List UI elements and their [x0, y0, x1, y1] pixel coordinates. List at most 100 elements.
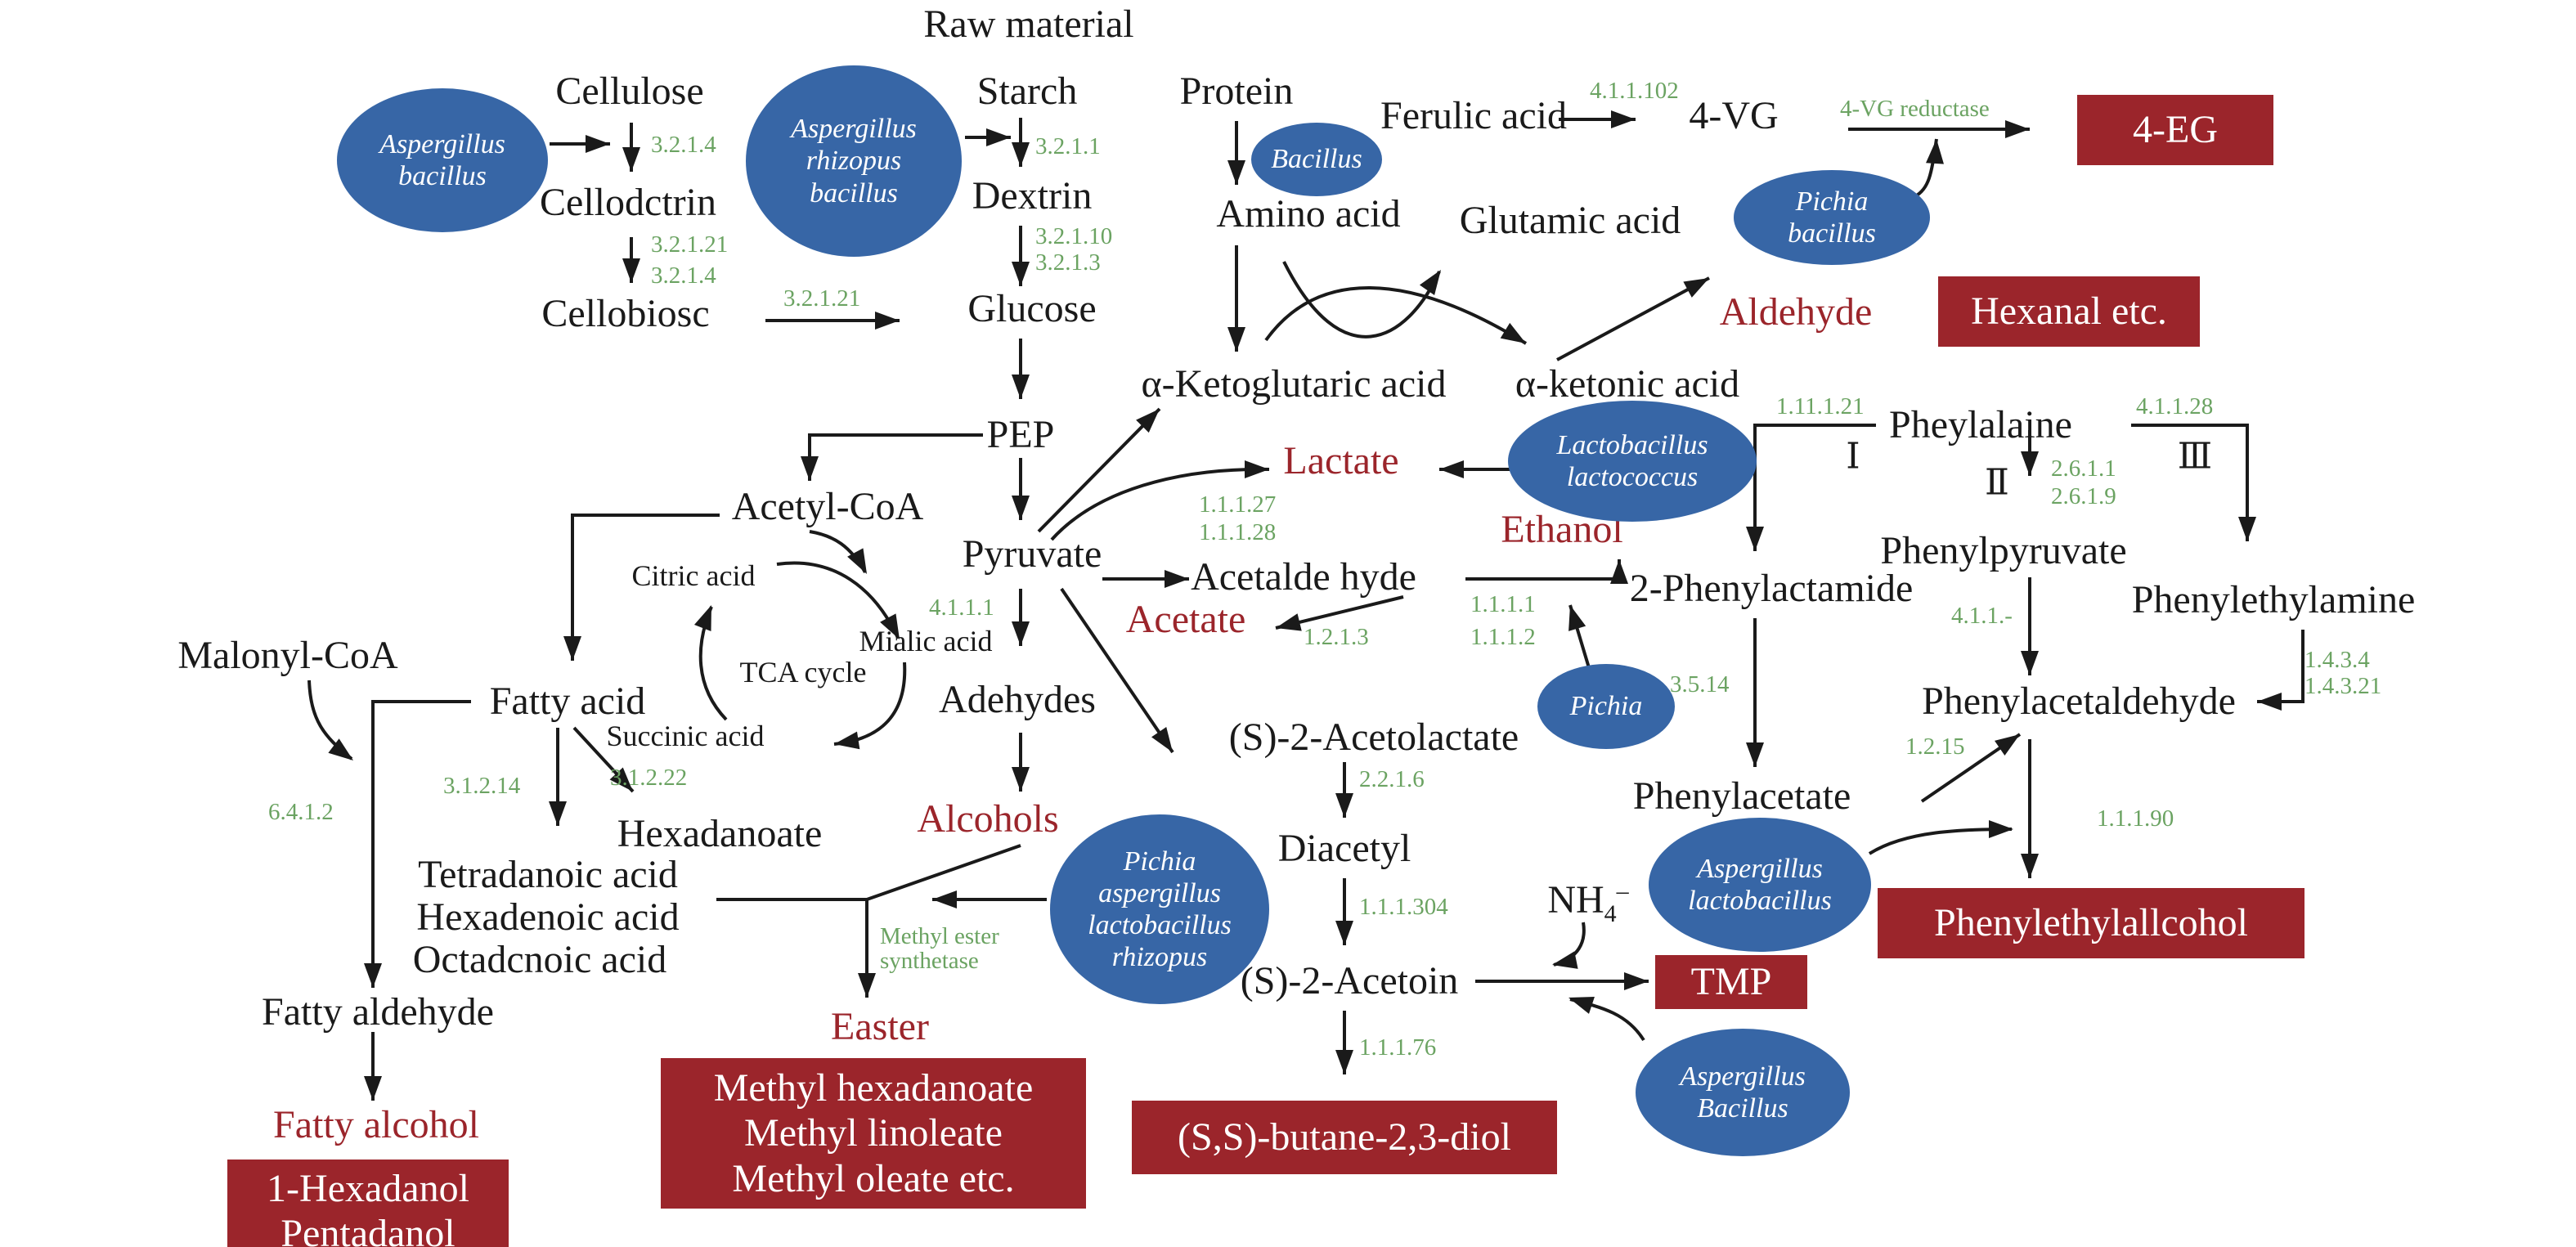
enzyme-label: 4.1.1.28: [2136, 393, 2214, 419]
arrowhead: [834, 731, 860, 750]
arrowhead: [1746, 742, 1764, 767]
arrowhead: [986, 128, 1011, 146]
arrowhead: [609, 767, 633, 792]
compound-glucose: Glucose: [967, 287, 1097, 330]
nh4-superscript: –: [1616, 877, 1629, 905]
organism-name: Bacillus: [1697, 1093, 1788, 1124]
label-aldehyde: Aldehyde: [1719, 290, 1873, 334]
enzyme-label: 1.1.1.28: [1199, 519, 1277, 545]
product-name: 4-EG: [2133, 108, 2218, 152]
enzyme-label: 3.2.1.10: [1035, 223, 1113, 249]
compound-cellulose: Cellulose: [555, 70, 704, 113]
compound-amino-acid: Amino acid: [1216, 192, 1401, 235]
arrowhead: [2021, 451, 2039, 476]
product-name: Methyl oleate etc.: [732, 1156, 1015, 1200]
enzyme-label: 1.1.1.2: [1470, 624, 1536, 650]
arrowhead: [549, 801, 567, 826]
compound-nh4: NH4–: [1547, 879, 1628, 926]
compound-protein: Protein: [1179, 70, 1294, 113]
arrow: [1753, 424, 1876, 551]
pathway-numeral-3: Ⅲ: [2177, 436, 2213, 477]
arrowhead: [1227, 327, 1245, 352]
organism-name: Aspergillus: [379, 128, 505, 159]
enzyme-label: 1.1.1.76: [1359, 1034, 1437, 1061]
compound-s-2-acetoin: (S)-2-Acetoin: [1240, 959, 1459, 1003]
organism-aspergillus-bacillus-2: Aspergillus Bacillus: [1636, 1029, 1850, 1156]
arrowhead: [1439, 460, 1464, 478]
organism-name: lactobacillus: [1088, 910, 1232, 940]
arrow: [2257, 630, 2304, 703]
arrowhead: [801, 456, 819, 481]
arrowhead: [1335, 921, 1353, 945]
organism-name: rhizopus: [1111, 942, 1208, 973]
arrowhead: [880, 613, 900, 639]
enzyme-label: 6.4.1.2: [268, 799, 334, 825]
arrowhead: [2005, 120, 2030, 138]
organism-name: Lactobacillus: [1556, 429, 1708, 460]
title-raw-material: Raw material: [923, 2, 1134, 46]
arrow: [1037, 407, 1161, 533]
product-fatty-alcohols: 1-Hexadanol Pentadanol: [227, 1160, 509, 1247]
enzyme-label: 1.4.3.21: [2304, 673, 2382, 699]
label-alcohols: Alcohols: [917, 797, 1059, 841]
compound-malonyl-coa: Malonyl-CoA: [177, 634, 398, 677]
arrowhead: [1012, 142, 1030, 167]
label-fatty-alcohol: Fatty alcohol: [273, 1103, 479, 1146]
pathway-numeral-1: Ⅰ: [1846, 436, 1860, 477]
arrowhead: [364, 1076, 382, 1101]
organism-name: Pichia: [1569, 691, 1643, 722]
arrowhead: [693, 605, 711, 631]
compound-octadcnoic-acid: Octadcnoic acid: [412, 938, 667, 981]
label-tca-cycle: TCA cycle: [739, 656, 867, 689]
arrowhead: [1012, 375, 1030, 399]
arrowhead: [1989, 820, 2013, 838]
compound-tetradanoic-acid: Tetradanoic acid: [418, 853, 678, 896]
compound-pep: PEP: [986, 413, 1055, 456]
organism-name: Aspergillus: [1680, 1061, 1806, 1092]
arrowhead: [875, 312, 900, 330]
arrowhead: [1335, 1050, 1353, 1074]
curved-arrow: [1050, 467, 1270, 541]
enzyme-label: 1.2.1.3: [1304, 624, 1369, 650]
enzyme-label: 3.2.1.4: [651, 262, 716, 289]
arrow: [1556, 276, 1710, 361]
product-name: (S,S)-butane-2,3-diol: [1178, 1115, 1511, 1160]
product-butanediol: (S,S)-butane-2,3-diol: [1132, 1101, 1557, 1174]
arrowhead: [1926, 139, 1944, 164]
product-phenylethylalcohol: Phenylethylallcohol: [1878, 888, 2304, 958]
organism-name: Aspergillus: [1697, 853, 1823, 884]
product-name: Pentadanol: [280, 1212, 456, 1247]
arrowhead: [1012, 621, 1030, 646]
arrowhead: [1995, 734, 2020, 756]
arrowhead: [1746, 527, 1764, 551]
compound-alpha-ketonic-acid: α-ketonic acid: [1515, 362, 1740, 406]
compound-s-2-acetolactate: (S)-2-Acetolactate: [1228, 715, 1519, 759]
label-acetate: Acetate: [1125, 598, 1246, 641]
arrowhead: [2021, 854, 2039, 878]
enzyme-label: 2.6.1.1: [2051, 455, 2116, 482]
arrowhead: [1136, 409, 1160, 433]
arrowhead: [586, 135, 610, 153]
nh4-subscript: 4: [1604, 899, 1617, 927]
arrowhead: [328, 738, 353, 760]
arrowhead: [1012, 496, 1030, 520]
arrow: [371, 700, 471, 988]
enzyme-label: 3.2.1.21: [783, 285, 861, 312]
arrowhead: [1552, 951, 1578, 969]
enzyme-label: 2.6.1.9: [2051, 483, 2116, 509]
arrowhead: [1151, 727, 1173, 752]
compound-glutamic-acid: Glutamic acid: [1459, 199, 1681, 242]
organism-name: Pichia: [1795, 186, 1869, 217]
arrowhead: [622, 258, 640, 283]
arrowhead: [1419, 270, 1441, 295]
compound-2-phenylactamide: 2-Phenylactamide: [1629, 567, 1914, 610]
compound-phenylacetate: Phenylacetate: [1632, 774, 1851, 818]
arrowhead: [563, 636, 581, 661]
enzyme-label: 3.1.2.14: [443, 773, 521, 799]
arrowhead: [1227, 160, 1245, 185]
organism-name: lactococcus: [1566, 462, 1699, 492]
enzyme-label: 1.1.1.304: [1359, 894, 1448, 920]
product-name: Hexanal etc.: [1971, 289, 2167, 334]
organism-name: rhizopus: [806, 146, 902, 177]
